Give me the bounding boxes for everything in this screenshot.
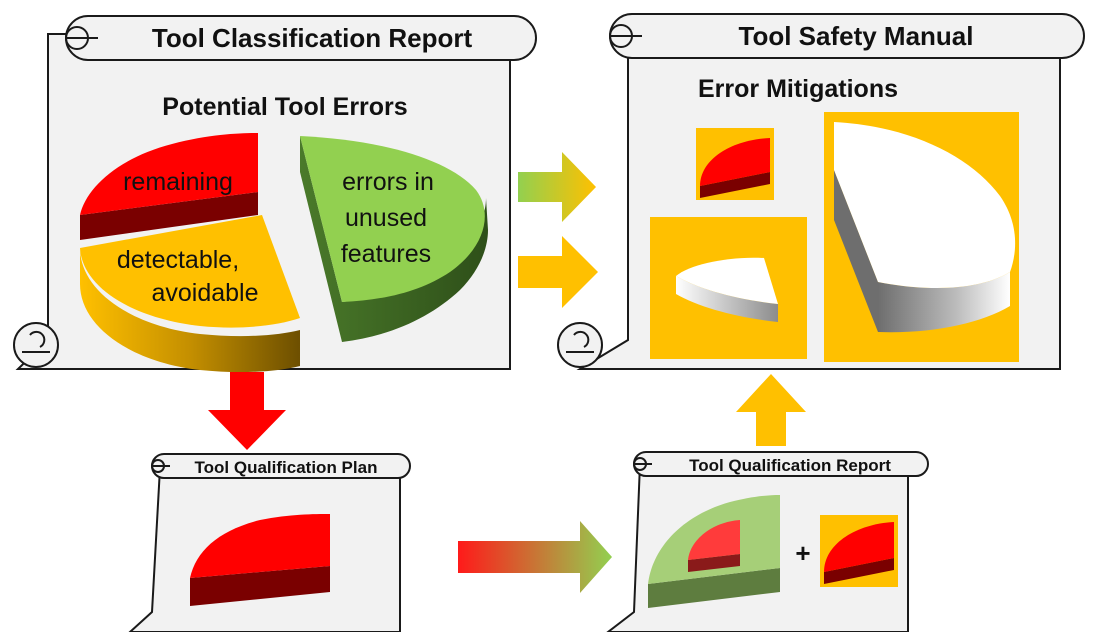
pie-slice-unused [300,136,485,302]
arrow-red-down [208,372,286,450]
qualification-plan-scroll: Tool Qualification Plan [128,453,411,632]
arrow-yellow-up [736,374,806,446]
mitigation-large-slice-front [878,272,1010,333]
mitigation-white-slice-side [676,276,778,322]
qualification-report-title: Tool Qualification Report [689,456,891,475]
scroll-curl-bottom-icon [13,322,59,368]
scroll-curl-bottom-icon [557,322,603,368]
safety-manual-title: Tool Safety Manual [739,21,974,51]
pie-slice-detectable [80,215,300,328]
scroll-curl-bottom-inner [22,330,50,353]
plan-red-slice [190,514,330,578]
report-green-slice-side [648,568,780,608]
plan-red-slice-side [190,566,330,606]
report-red-tile-slice [824,522,894,572]
classification-report-title: Tool Classification Report [152,23,473,53]
arrow-green-to-safety [518,152,596,222]
arrow-yellow-to-safety [518,236,598,308]
arrow-red-to-green [458,521,612,593]
potential-errors-heading: Potential Tool Errors [162,93,407,121]
report-red-tile-slice-side [824,558,894,584]
safety-manual-scroll: Tool Safety Manual Error Mitigations [557,13,1085,370]
pie-slice-remaining-side [80,192,258,240]
pie-label-unused-line1: errors in [342,168,434,196]
scroll-curl-top-icon [150,459,170,473]
pie-slice-detectable-side [80,248,300,373]
qualification-report-scroll: Tool Qualification Report + [606,451,929,632]
scroll-curl-top-icon [632,457,652,471]
mitigation-white-slice [676,257,778,304]
pie-label-unused-line2: unused [345,204,427,232]
pie-label-unused-line3: features [341,240,431,268]
pie-label-remaining: remaining [123,168,233,196]
scroll-curl-top-icon [64,26,98,50]
qualification-plan-title: Tool Qualification Plan [195,458,378,477]
scroll-curl-top-icon [608,24,642,48]
pie-label-detectable-line2: avoidable [151,279,258,307]
pie-slice-remaining [80,133,258,215]
scroll-curl-bottom-inner [566,330,594,353]
mitigation-red-slice [700,138,770,186]
mitigation-red-slice-side [700,172,770,198]
mitigation-large-slice [834,122,1016,288]
error-mitigations-heading: Error Mitigations [698,75,898,103]
plus-sign: + [795,538,810,568]
mitigation-large-slice-side [834,170,878,332]
report-red-inset [688,520,740,560]
pie-slice-unused-side [300,136,488,342]
classification-report-scroll: Tool Classification Report Potential Too… [13,15,537,373]
pie-label-detectable-line1: detectable, [117,246,239,274]
